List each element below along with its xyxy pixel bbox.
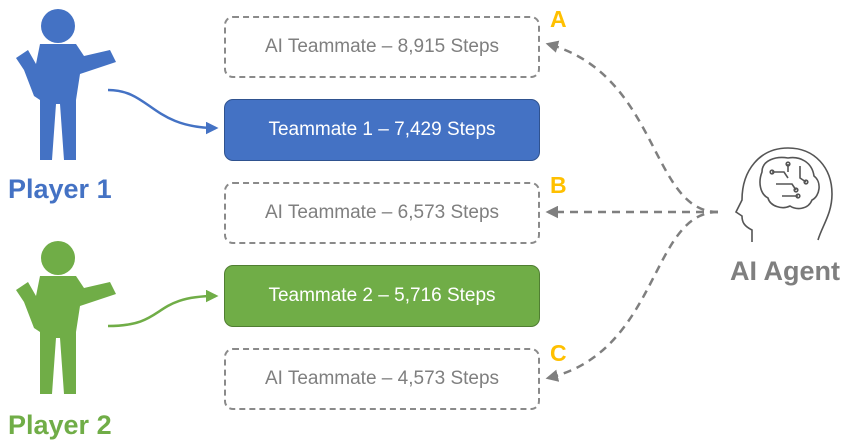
player-2-figure-icon	[16, 241, 116, 394]
ai-teammate-c-box: AI Teammate – 4,573 Steps	[224, 348, 540, 410]
player-1-connector-arrow	[107, 88, 219, 135]
player-1-label: Player 1	[8, 174, 112, 204]
teammate-1-label: Teammate 1 – 7,429 Steps	[268, 119, 496, 140]
agent-arrow-a	[545, 40, 719, 214]
player-1-figure-icon	[16, 9, 116, 160]
ai-teammate-a-label: AI Teammate – 8,915 Steps	[264, 36, 500, 57]
player-2-label: Player 2	[8, 410, 112, 440]
ai-teammate-b-label: AI Teammate – 6,573 Steps	[264, 202, 500, 223]
agent-arrow-c	[545, 210, 719, 382]
teammate-2-box: Teammate 2 – 5,716 Steps	[224, 265, 540, 327]
ai-teammate-b-box: AI Teammate – 6,573 Steps	[224, 182, 540, 244]
teammate-1-box: Teammate 1 – 7,429 Steps	[224, 99, 540, 161]
option-letter-a: A	[550, 6, 567, 32]
player-2-connector-arrow	[107, 289, 219, 328]
option-letter-b: B	[550, 172, 567, 198]
ai-teammate-a-box: AI Teammate – 8,915 Steps	[224, 16, 540, 78]
brain-head-icon	[734, 147, 833, 242]
ai-teammate-c-label: AI Teammate – 4,573 Steps	[264, 368, 500, 389]
teammate-2-label: Teammate 2 – 5,716 Steps	[268, 285, 496, 306]
option-letter-c: C	[550, 340, 567, 366]
ai-agent-label: AI Agent	[730, 256, 840, 286]
